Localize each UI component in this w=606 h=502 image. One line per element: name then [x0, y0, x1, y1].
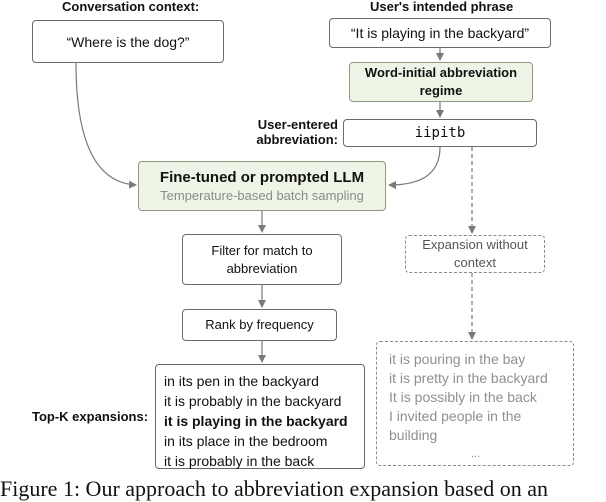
no-context-item: building	[389, 427, 438, 443]
no-context-box: Expansion without context	[405, 235, 545, 273]
heading-intended-phrase: User's intended phrase	[370, 0, 514, 14]
regime-line1: Word-initial abbreviation	[364, 65, 518, 80]
filter-line2: abbreviation	[226, 260, 298, 276]
llm-title: Fine-tuned or prompted LLM	[159, 169, 365, 186]
flow-arrows	[75, 48, 476, 363]
rank-box: Rank by frequency	[182, 309, 337, 341]
abbreviation-box: iipitb	[343, 119, 537, 147]
regime-box: Word-initial abbreviation regime	[349, 62, 533, 102]
rank-text: Rank by frequency	[205, 317, 314, 332]
abbreviation-label-line2: abbreviation:	[256, 132, 338, 147]
intended-phrase: “It is playing in the backyard”	[350, 25, 530, 41]
no-context-list-box: it is pouring in the bay it is pretty in…	[376, 341, 574, 466]
no-context-item: it is pretty in the backyard	[389, 370, 548, 386]
regime-line2: regime	[419, 83, 463, 98]
filter-box: Filter for match to abbreviation	[182, 234, 342, 285]
abbreviation-label: User-entered abbreviation:	[230, 117, 338, 147]
topk-item: in its pen in the backyard	[164, 373, 319, 389]
no-context-list: it is pouring in the bay it is pretty in…	[389, 350, 548, 464]
no-context-item: ...	[471, 448, 481, 460]
topk-list: in its pen in the backyard it is probabl…	[164, 371, 348, 471]
topk-item: in its place in the bedroom	[164, 433, 328, 449]
filter-line1: Filter for match to	[211, 242, 313, 258]
no-context-item: I invited people in the	[389, 408, 522, 424]
abbreviation-value: iipitb	[414, 125, 466, 141]
arrow-context-to-llm	[75, 62, 137, 189]
no-context-line1: Expansion without	[422, 237, 528, 252]
llm-subtitle: Temperature-based batch sampling	[160, 188, 364, 203]
heading-conversation-context: Conversation context:	[62, 0, 200, 14]
topk-item: it is probably in the back	[164, 453, 315, 469]
no-context-item: It is possibly in the back	[389, 389, 537, 405]
context-quote: “Where is the dog?”	[66, 33, 190, 50]
llm-box: Fine-tuned or prompted LLM Temperature-b…	[138, 161, 386, 211]
no-context-item: it is pouring in the bay	[389, 351, 526, 367]
context-quote-box: “Where is the dog?”	[32, 20, 224, 63]
topk-item: it is playing in the backyard	[164, 413, 348, 429]
figure-caption: Figure 1: Our approach to abbreviation e…	[0, 476, 549, 501]
no-context-line2: context	[454, 255, 496, 270]
arrow-abbrev-to-llm	[388, 146, 441, 189]
topk-label: Top-K expansions:	[32, 409, 149, 424]
intended-phrase-box: “It is playing in the backyard”	[329, 18, 551, 48]
topk-item: it is probably in the backyard	[164, 393, 342, 409]
abbreviation-label-line1: User-entered	[257, 117, 338, 132]
topk-box: in its pen in the backyard it is probabl…	[155, 364, 365, 469]
